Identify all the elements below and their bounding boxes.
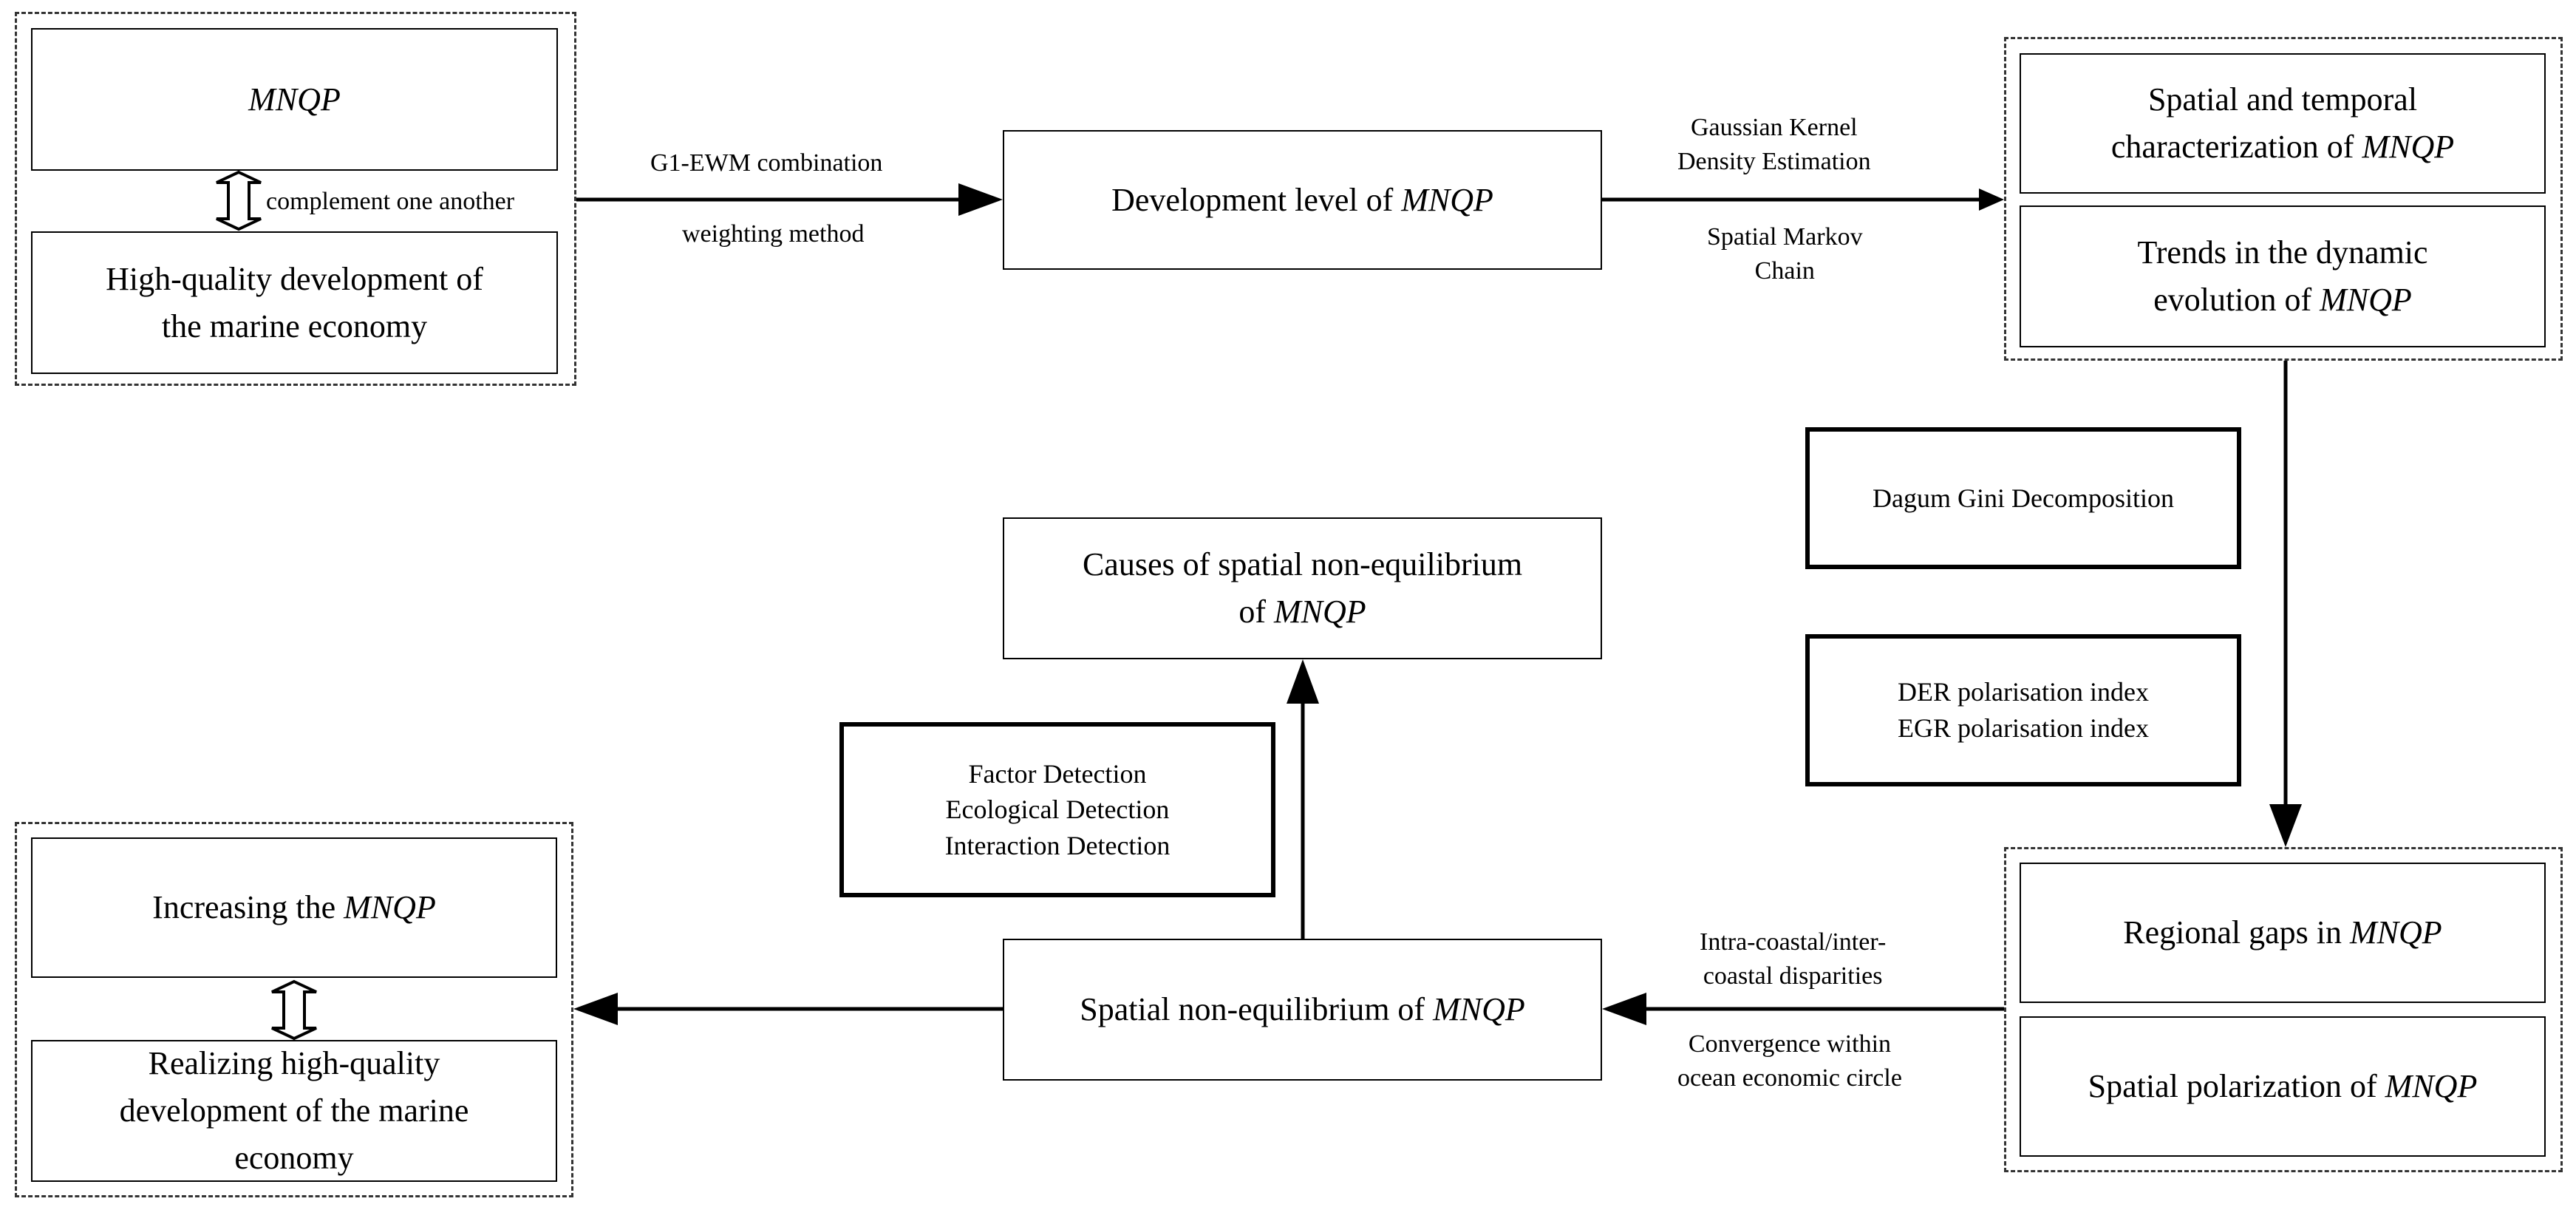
arrowhead-bottom-left <box>573 993 618 1025</box>
markov-line1: Spatial Markov <box>1707 223 1863 251</box>
dagum-gini-box: Dagum Gini Decomposition <box>1805 427 2241 569</box>
mnqp-box: MNQP <box>31 28 558 171</box>
gaussian-line2: Density Estimation <box>1677 147 1871 175</box>
spatial-nonequilibrium-box: Spatial non-equilibrium of MNQP <box>1003 939 1602 1081</box>
spatial-temporal-line1: Spatial and temporal <box>2147 81 2418 118</box>
dynamic-evolution-var: MNQP <box>2320 282 2412 318</box>
dynamic-evolution-line2: evolution of <box>2153 282 2320 318</box>
spatial-polarization-var: MNQP <box>2385 1068 2478 1105</box>
interaction-detection-text: Interaction Detection <box>944 830 1171 860</box>
double-arrow-bottom-left <box>271 979 317 1041</box>
dynamic-evolution-line1: Trends in the dynamic <box>2137 234 2428 271</box>
increasing-text: Increasing the <box>152 889 344 926</box>
detection-box: Factor Detection Ecological Detection In… <box>839 722 1275 897</box>
arrowhead-spatial-nonequilibrium <box>1602 993 1646 1025</box>
high-quality-line2: the marine economy <box>161 307 428 344</box>
increasing-mnqp-box: Increasing the MNQP <box>31 837 557 978</box>
realizing-development-box: Realizing high-quality development of th… <box>31 1040 557 1182</box>
spatial-temporal-var: MNQP <box>2362 129 2455 165</box>
spatial-polarization-box: Spatial polarization of MNQP <box>2020 1016 2546 1157</box>
egr-polarisation-text: EGR polarisation index <box>1898 713 2149 743</box>
high-quality-line1: High-quality development of <box>106 260 483 297</box>
ecological-detection-text: Ecological Detection <box>945 795 1170 825</box>
realizing-line2: development of the marine <box>119 1092 469 1129</box>
double-arrow-top-left <box>216 170 262 231</box>
polarisation-index-box: DER polarisation index EGR polarisation … <box>1805 634 2241 786</box>
markov-line2: Chain <box>1754 256 1815 285</box>
spatial-temporal-box: Spatial and temporal characterization of… <box>2020 53 2546 194</box>
gaussian-label: Gaussian Kernel Density Estimation <box>1677 111 1871 179</box>
group-bottom-left <box>15 822 573 1197</box>
mnqp-label: MNQP <box>248 81 341 118</box>
arrowhead-causes <box>1287 659 1319 704</box>
dynamic-evolution-box: Trends in the dynamic evolution of MNQP <box>2020 205 2546 347</box>
group-top-right <box>2004 37 2563 361</box>
arrowhead-regional <box>2269 804 2302 847</box>
regional-gaps-box: Regional gaps in MNQP <box>2020 863 2546 1003</box>
intra-coastal-line1: Intra-coastal/inter- <box>1700 928 1887 956</box>
arrowhead-top-right <box>1979 188 2004 211</box>
development-level-box: Development level of MNQP <box>1003 130 1602 270</box>
causes-box: Causes of spatial non-equilibrium of MNQ… <box>1003 517 1602 659</box>
g1-ewm-label-bottom: weighting method <box>682 220 865 248</box>
factor-detection-text: Factor Detection <box>968 758 1147 789</box>
markov-label: Spatial Markov Chain <box>1707 220 1863 288</box>
der-polarisation-text: DER polarisation index <box>1898 677 2149 707</box>
group-bottom-right <box>2004 847 2563 1172</box>
causes-var: MNQP <box>1274 594 1366 630</box>
intra-coastal-line2: coastal disparities <box>1703 962 1883 990</box>
gaussian-line1: Gaussian Kernel <box>1690 114 1858 141</box>
spatial-nonequilibrium-var: MNQP <box>1433 991 1525 1028</box>
realizing-line3: economy <box>234 1139 354 1176</box>
regional-gaps-var: MNQP <box>2350 914 2442 951</box>
causes-line2: of <box>1238 594 1274 630</box>
convergence-label: Convergence within ocean economic circle <box>1677 1027 1902 1095</box>
group-top-left <box>15 12 576 386</box>
spatial-temporal-line2: characterization of <box>2110 129 2362 165</box>
convergence-line1: Convergence within <box>1688 1030 1892 1058</box>
increasing-var: MNQP <box>344 889 436 926</box>
high-quality-development-box: High-quality development of the marine e… <box>31 231 558 374</box>
dagum-gini-text: Dagum Gini Decomposition <box>1873 483 2174 513</box>
arrowhead-development <box>958 183 1003 216</box>
realizing-line1: Realizing high-quality <box>148 1045 440 1082</box>
regional-gaps-text: Regional gaps in <box>2123 914 2351 951</box>
spatial-polarization-text: Spatial polarization of <box>2088 1068 2385 1105</box>
g1-ewm-label-top: G1-EWM combination <box>650 149 883 177</box>
development-level-var: MNQP <box>1401 181 1493 218</box>
development-level-text: Development level of <box>1111 181 1402 218</box>
intra-coastal-label: Intra-coastal/inter- coastal disparities <box>1700 925 1886 993</box>
causes-line1: Causes of spatial non-equilibrium <box>1082 546 1523 583</box>
spatial-nonequilibrium-text: Spatial non-equilibrium of <box>1080 991 1434 1028</box>
complement-label: complement one another <box>266 188 515 215</box>
convergence-line2: ocean economic circle <box>1677 1064 1902 1092</box>
